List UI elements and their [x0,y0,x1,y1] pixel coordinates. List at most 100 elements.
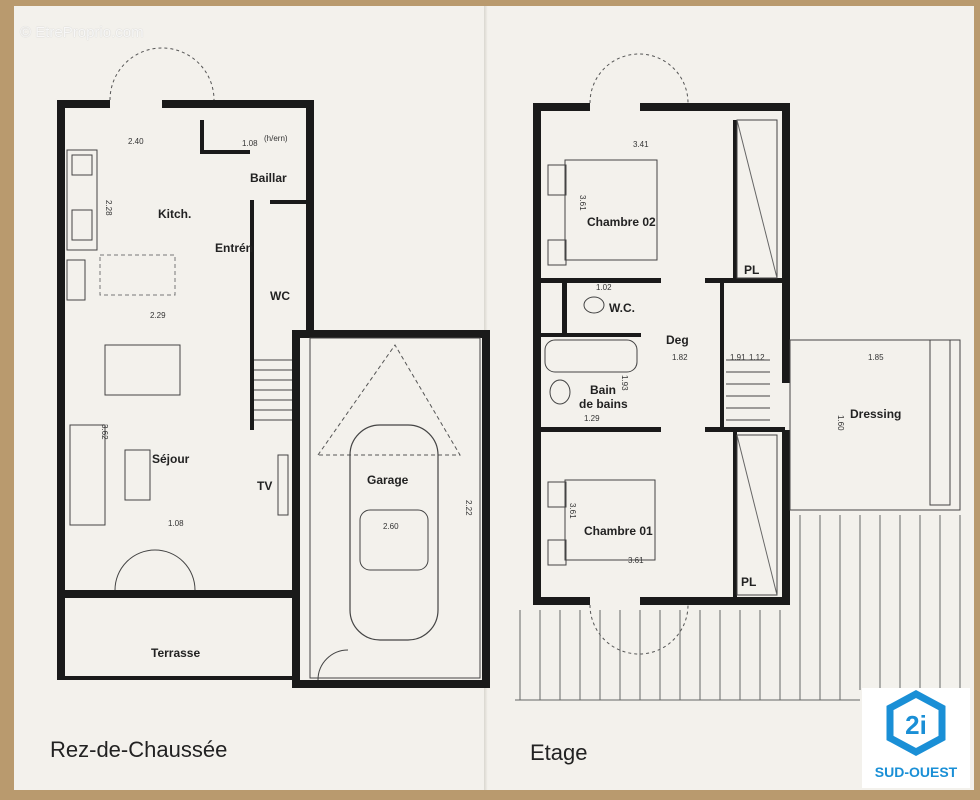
closet-bottom-diag [736,434,778,596]
dim-gf-1: 2.40 [128,137,144,146]
label-tv: TV [257,479,272,493]
dim-gf-6: 1.08 [168,519,184,528]
bedroom1-wall [541,427,661,432]
nightstand-room1-b [547,539,567,566]
closet-top-diag [736,119,778,279]
dim-gf-3: 2.28 [104,200,113,216]
room-dressing: Dressing [850,407,901,421]
patio-door-right [154,549,196,591]
room-bedroom2: Chambre 02 [587,215,656,229]
garage-door-swing [317,344,461,456]
room-pantry: Baillar [250,171,287,185]
plan-sheet [14,6,974,790]
window-swing-bottom [589,604,689,655]
upper-floor-title: Etage [530,740,588,765]
room-cupboard-top: PL [744,263,759,277]
dim-uf-5: 1.91 [730,353,746,362]
closet-wall-bottom [733,432,737,597]
upper-stairs [726,359,770,421]
kitchen-island [99,254,176,296]
nightstand-room2-b [547,239,567,266]
garage-side-door [317,649,349,681]
dim-uf-4: 1.82 [672,353,688,362]
dim-uf-6: 1.12 [749,353,765,362]
logo-icon: 2i [886,690,946,756]
bath-wall-top [541,333,641,337]
dim-uf-8: 1.93 [620,375,629,391]
wc-wall-top [270,200,310,204]
cooktop [71,154,93,176]
logo-text: SUD-OUEST [874,764,958,780]
car-roof [359,509,429,571]
dim-uf-9: 1.29 [584,414,600,423]
cupboard-wall-top [705,278,785,283]
bedroom2-wall [541,278,661,283]
room-wc: WC [270,289,290,303]
pantry-wall-b [200,150,250,154]
dim-uf-10: 1.60 [836,415,845,431]
dining-table [104,344,181,396]
ground-floor-title: Rez-de-Chaussée [50,737,228,762]
watermark: © EtreProprio.com [20,24,144,41]
wall-terrace [57,590,300,598]
heater-label: (h/ern) [264,134,288,143]
wall-top-a [57,100,110,108]
dim-gf-7: 2.60 [383,522,399,531]
pantry-wall [200,120,204,150]
washbasin [549,379,571,405]
dim-gf-2: 1.08 [242,139,258,148]
logo-mark: 2i [905,710,927,740]
bathtub [544,339,638,373]
room-landing: Deg [666,333,689,347]
dim-uf-1: 3.41 [633,140,649,149]
wall-terrace-left [57,600,65,680]
garage-wall-bottom [292,680,490,688]
ground-stairs [254,359,292,421]
entry-door-swing [109,47,215,101]
uf-wall-bottom-b [640,597,790,605]
tv-unit [277,454,289,516]
room-bedroom1: Chambre 01 [584,524,653,538]
room-entry: Entrén [215,241,253,255]
room-living: Séjour [152,452,190,466]
fridge [66,259,86,301]
toilet [583,296,605,314]
dressing-room [789,339,961,511]
room-wc-upper: W.C. [609,301,635,315]
wall-right-lower [292,330,300,680]
room-cupboard-bottom: PL [741,575,756,589]
dim-gf-5: 3.62 [100,424,109,440]
car [349,424,439,641]
closet-bottom [736,434,778,596]
room-garage: Garage [367,473,409,487]
nightstand-room1-a [547,481,567,508]
garage-wall-top [300,330,490,338]
uf-wall-bottom-a [533,597,590,605]
wc-wall [562,283,567,333]
room-terrace: Terrasse [151,646,200,660]
ground-floor-plan: Kitch. Baillar Entrén WC Séjour TV Garag… [57,47,490,688]
patio-door-left [114,549,156,591]
garage-interior [309,337,481,679]
uf-wall-top-a [533,103,590,111]
bed-room1 [564,479,656,561]
dim-uf-12: 3.61 [628,556,644,565]
wall-bottom [57,676,300,680]
nightstand-room2-a [547,164,567,196]
dressing-shelves [929,339,951,506]
uf-wall-right-lower [782,430,790,605]
balcony-slats [515,515,961,701]
coffee-table [124,449,151,501]
uf-wall-right-upper [782,103,790,383]
bed-room2 [564,159,658,261]
uf-wall-left [533,103,541,605]
window-swing-top [589,53,689,104]
room-bathroom-1: Bain [590,383,616,397]
company-logo: 2i SUD-OUEST [862,688,970,788]
upper-floor-plan: Chambre 02 PL W.C. Deg Bain de bains Dre… [515,53,961,701]
cupboard-wall-bottom [705,427,785,432]
wall-top-b [162,100,314,108]
garage-wall-right [482,330,490,688]
wall-right-upper [306,100,314,330]
